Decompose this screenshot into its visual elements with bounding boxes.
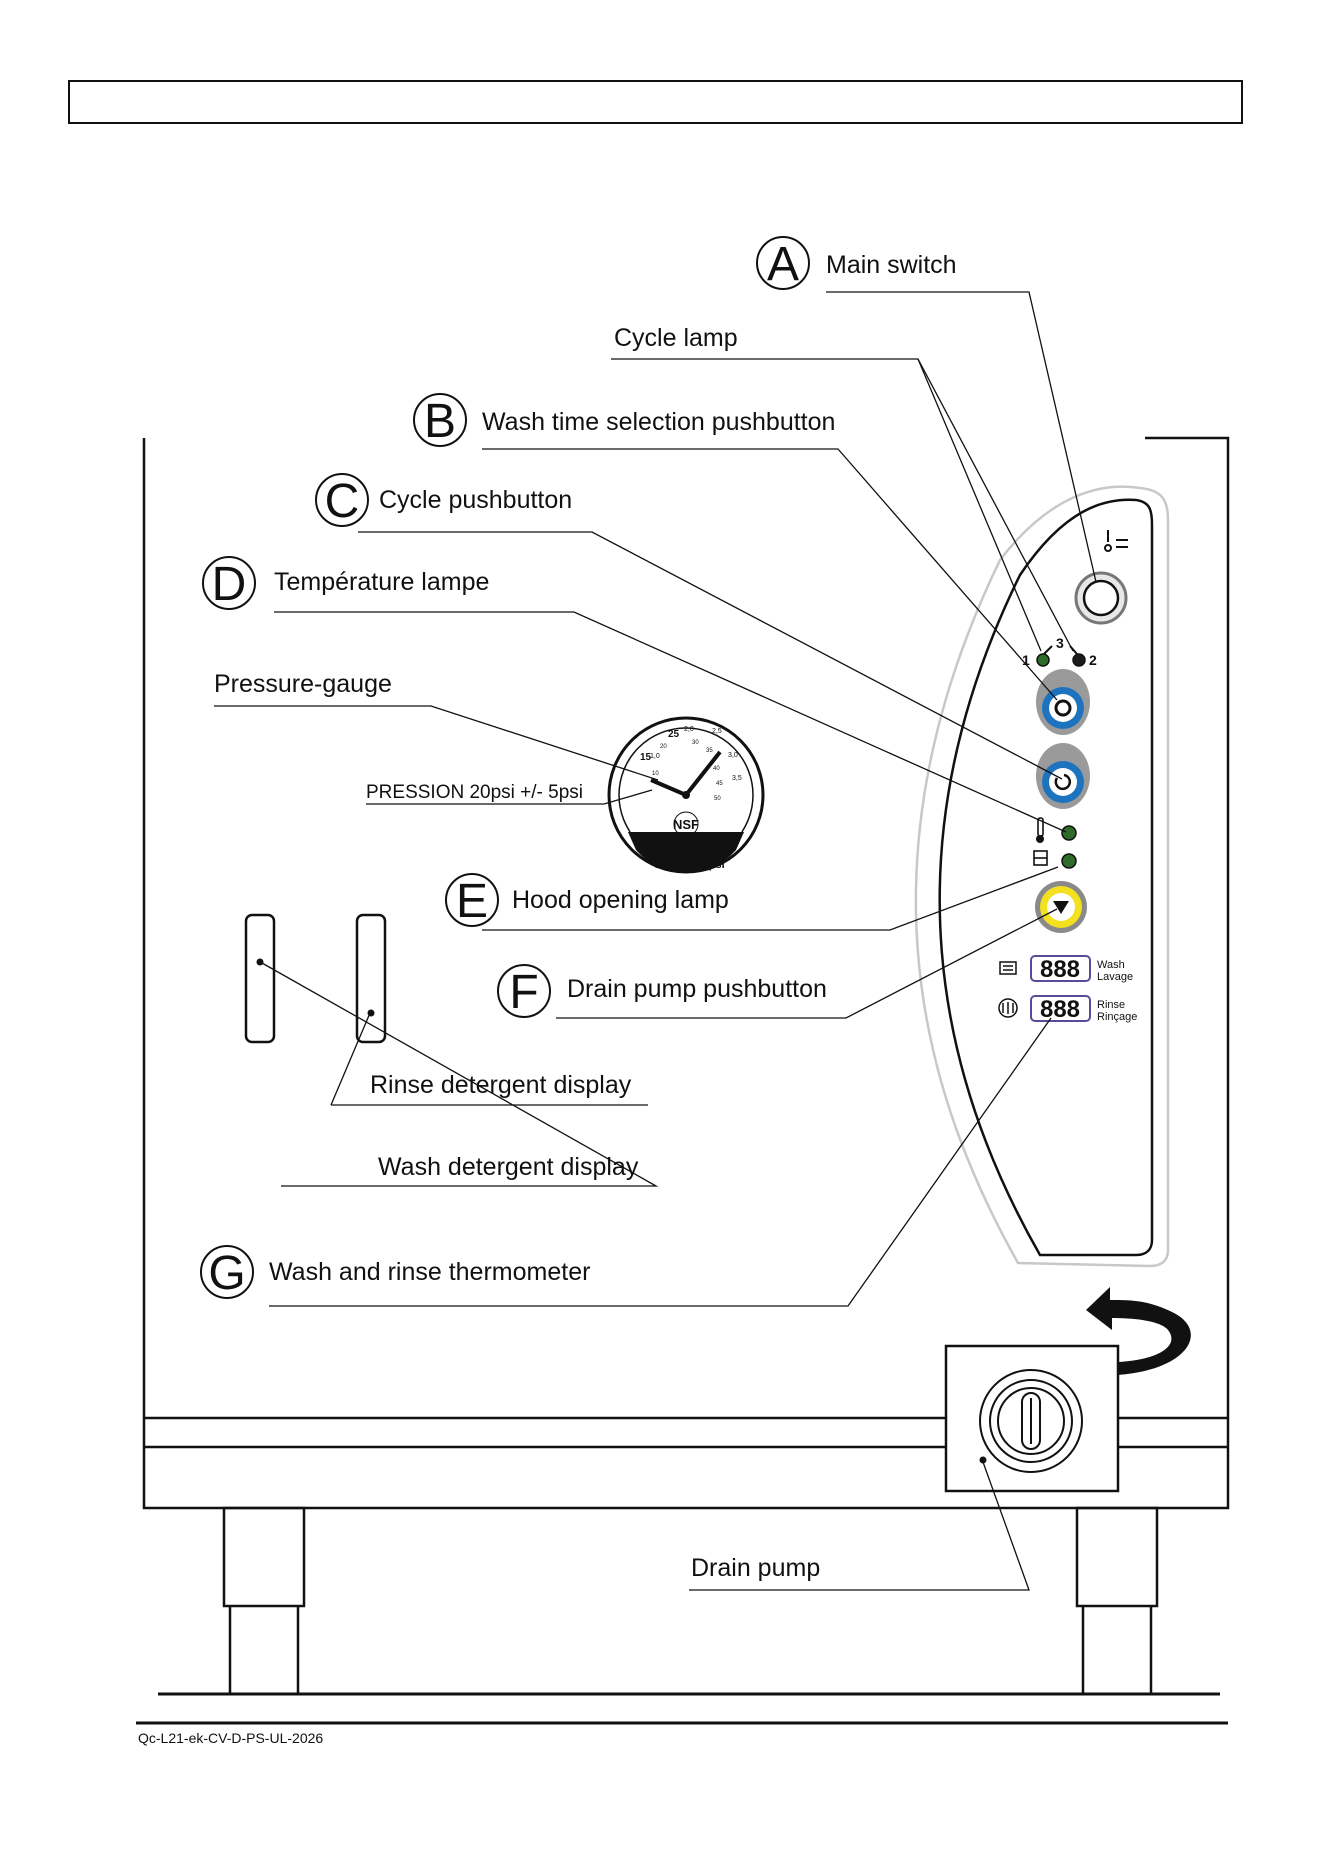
gauge-tick-3-5: 3,5 [732, 775, 742, 782]
callout-A: A [756, 236, 810, 291]
gauge-center-label: NSF [673, 817, 699, 832]
gauge-mark-40: 40 [713, 766, 720, 772]
gauge-tick-2-5: 2,5 [712, 728, 722, 735]
leader-lines [214, 291, 1097, 1591]
hood-opening-lamp [1061, 853, 1077, 869]
rinse-detergent-display [355, 913, 387, 1044]
wash-time-pushbutton[interactable] [1036, 669, 1090, 735]
callout-letter-E: E [456, 875, 488, 928]
rinse-icon [998, 998, 1018, 1018]
cycle-lamp-1 [1036, 653, 1050, 667]
callout-E: E [445, 873, 499, 928]
control-panel [914, 485, 1170, 1268]
wash-display-label: Wash [1097, 959, 1125, 971]
machine-body [142, 436, 1230, 1510]
gauge-mark-35: 35 [706, 748, 713, 754]
gauge-tick-3-0: 3,0 [728, 752, 738, 759]
lavage-display-label: Lavage [1097, 971, 1133, 983]
gauge-tick-2-0: 2,0 [684, 726, 694, 733]
callout-letter-A: A [767, 238, 799, 291]
callout-letter-F: F [509, 966, 538, 1019]
label-drain-pump: Drain pump [691, 1554, 820, 1582]
label-rinse-detergent-display: Rinse detergent display [370, 1071, 632, 1099]
label-hood-opening-lamp: Hood opening lamp [512, 886, 729, 914]
callout-B: B [413, 393, 467, 448]
gauge-tick-1-0: 1,0 [650, 753, 660, 760]
label-temperature-lamp: Température lampe [274, 568, 489, 596]
drain-pump-pushbutton[interactable] [1035, 881, 1087, 933]
label-main-switch: Main switch [826, 251, 957, 279]
gauge-mark-45: 45 [716, 781, 723, 787]
gauge-mark-50: 50 [714, 796, 721, 802]
power-symbol-icon [1104, 530, 1128, 552]
lamp-number-1: 1 [1022, 652, 1030, 668]
thermometer-icon [1036, 817, 1044, 843]
rotation-arrow-icon [1086, 1287, 1191, 1375]
label-pression: PRESSION 20psi +/- 5psi [366, 782, 583, 803]
cycle-lamp-2 [1072, 653, 1086, 667]
rinse-display-label: Rinse [1097, 999, 1125, 1011]
label-cycle-pushbutton: Cycle pushbutton [379, 486, 572, 514]
callout-C: C [315, 473, 369, 528]
callout-letter-D: D [212, 558, 247, 611]
gauge-mark-30: 30 [692, 740, 699, 746]
gauge-mark-10: 10 [652, 771, 659, 777]
document-code: Qc-L21-ek-CV-D-PS-UL-2026 [138, 1730, 324, 1746]
hood-icon [1033, 850, 1048, 866]
temperature-lamp [1061, 825, 1077, 841]
main-switch[interactable] [1074, 571, 1128, 625]
gauge-band-line2: PRESSION [669, 848, 711, 857]
callout-letter-G: G [208, 1247, 245, 1300]
pressure-gauge: NSF PRESSURE PRESSION 20psi +/- 5psi 1,0… [607, 716, 765, 874]
gauge-mark-25: 25 [668, 729, 680, 740]
label-wash-rinse-thermometer: Wash and rinse thermometer [269, 1258, 590, 1286]
gauge-band-line1: PRESSURE [668, 839, 713, 848]
wash-detergent-display [244, 913, 276, 1044]
callout-F: F [497, 964, 551, 1019]
machine-legs [222, 1506, 1159, 1693]
rinse-display-digits: 888 [1040, 996, 1080, 1023]
label-cycle-lamp: Cycle lamp [614, 324, 738, 352]
label-drain-pump-pushbutton: Drain pump pushbutton [567, 975, 827, 1003]
drain-pump [944, 1344, 1120, 1493]
label-wash-time-selection: Wash time selection pushbutton [482, 408, 835, 436]
wash-temperature-display: 888 Wash Lavage [999, 955, 1133, 983]
cycle-pushbutton[interactable] [1036, 743, 1090, 809]
gauge-band-line3: 20psi +/- 5psi [655, 859, 724, 871]
wash-tank-icon [999, 961, 1017, 975]
lamp-number-2: 2 [1089, 652, 1097, 668]
rincage-display-label: Rinçage [1097, 1011, 1137, 1023]
header-box [68, 80, 1243, 124]
label-pressure-gauge: Pressure-gauge [214, 670, 392, 698]
callout-G: G [200, 1245, 254, 1300]
gauge-mark-15: 15 [640, 752, 652, 763]
callout-letter-B: B [424, 395, 456, 448]
gauge-mark-20: 20 [660, 744, 667, 750]
label-wash-detergent-display: Wash detergent display [378, 1153, 639, 1181]
callout-letter-C: C [325, 475, 360, 528]
rinse-temperature-display: 888 Rinse Rinçage [998, 995, 1137, 1023]
lamp-number-3: 3 [1056, 635, 1064, 651]
wash-display-digits: 888 [1040, 956, 1080, 983]
callout-D: D [202, 556, 256, 611]
